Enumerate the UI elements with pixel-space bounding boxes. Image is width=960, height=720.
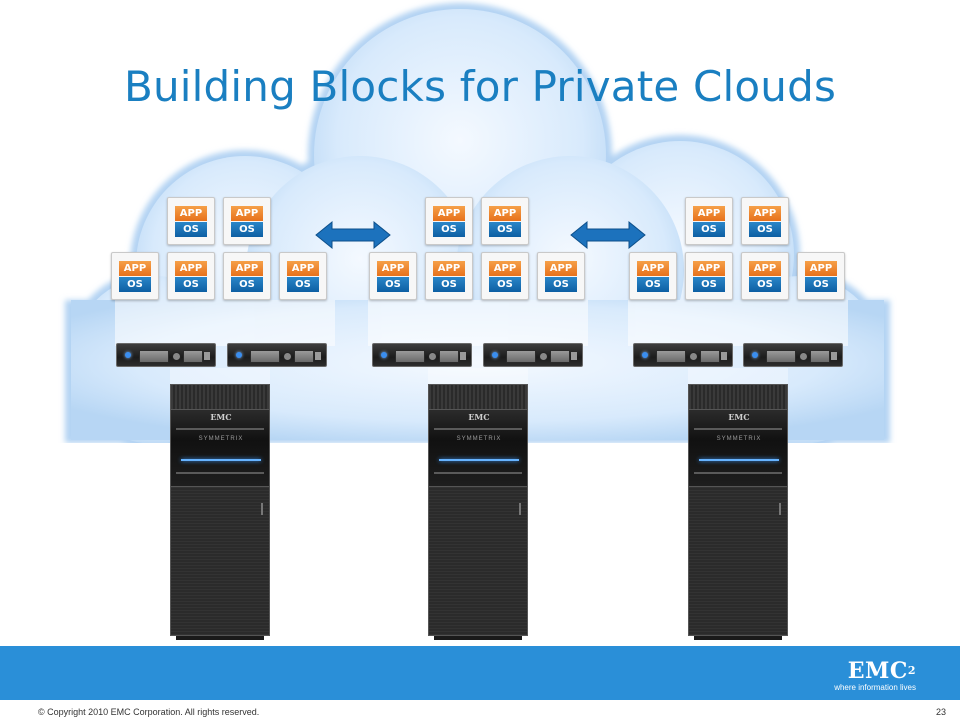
os-label: OS: [545, 277, 577, 292]
server-blade-icon: [116, 343, 216, 367]
os-label: OS: [175, 277, 207, 292]
app-label: APP: [489, 261, 521, 276]
os-label: OS: [433, 222, 465, 237]
logo-tagline: where information lives: [834, 683, 916, 692]
storage-array-icon: EMC SYMMETRIX: [170, 384, 270, 640]
double-arrow-icon: [315, 220, 391, 250]
rack-model: SYMMETRIX: [198, 436, 244, 442]
emc-logo-icon: EMC2 where information lives: [834, 660, 916, 694]
server-blade-icon: [483, 343, 583, 367]
os-label: OS: [377, 277, 409, 292]
app-label: APP: [433, 261, 465, 276]
rack-brand: EMC: [728, 412, 750, 422]
app-label: APP: [287, 261, 319, 276]
os-label: OS: [433, 277, 465, 292]
rack-brand: EMC: [210, 412, 232, 422]
app-label: APP: [693, 261, 725, 276]
logo-superscript: 2: [907, 664, 916, 677]
os-label: OS: [231, 222, 263, 237]
app-label: APP: [175, 261, 207, 276]
os-label: OS: [287, 277, 319, 292]
footer-band: [0, 646, 960, 700]
os-label: OS: [119, 277, 151, 292]
os-label: OS: [693, 277, 725, 292]
os-label: OS: [231, 277, 263, 292]
server-blade-icon: [372, 343, 472, 367]
double-arrow-icon: [570, 220, 646, 250]
app-label: APP: [175, 206, 207, 221]
app-label: APP: [545, 261, 577, 276]
storage-array-icon: EMC SYMMETRIX: [428, 384, 528, 640]
app-label: APP: [231, 261, 263, 276]
app-label: APP: [119, 261, 151, 276]
storage-array-icon: EMC SYMMETRIX: [688, 384, 788, 640]
app-label: APP: [749, 261, 781, 276]
app-label: APP: [231, 206, 263, 221]
os-label: OS: [489, 222, 521, 237]
slide-title: Building Blocks for Private Clouds: [123, 62, 837, 111]
app-label: APP: [805, 261, 837, 276]
server-blade-icon: [227, 343, 327, 367]
server-blade-icon: [743, 343, 843, 367]
slide-footer: © Copyright 2010 EMC Corporation. All ri…: [0, 700, 960, 720]
server-blade-icon: [633, 343, 733, 367]
os-label: OS: [749, 277, 781, 292]
rack-model: SYMMETRIX: [716, 436, 762, 442]
copyright-text: © Copyright 2010 EMC Corporation. All ri…: [38, 707, 260, 717]
os-label: OS: [637, 277, 669, 292]
rack-brand: EMC: [468, 412, 490, 422]
os-label: OS: [805, 277, 837, 292]
app-label: APP: [377, 261, 409, 276]
app-label: APP: [637, 261, 669, 276]
os-label: OS: [749, 222, 781, 237]
app-label: APP: [693, 206, 725, 221]
page-number: 23: [935, 707, 946, 717]
rack-model: SYMMETRIX: [456, 436, 502, 442]
app-label: APP: [749, 206, 781, 221]
os-label: OS: [693, 222, 725, 237]
app-label: APP: [433, 206, 465, 221]
logo-wordmark: EMC: [847, 658, 908, 684]
os-label: OS: [175, 222, 207, 237]
app-label: APP: [489, 206, 521, 221]
os-label: OS: [489, 277, 521, 292]
